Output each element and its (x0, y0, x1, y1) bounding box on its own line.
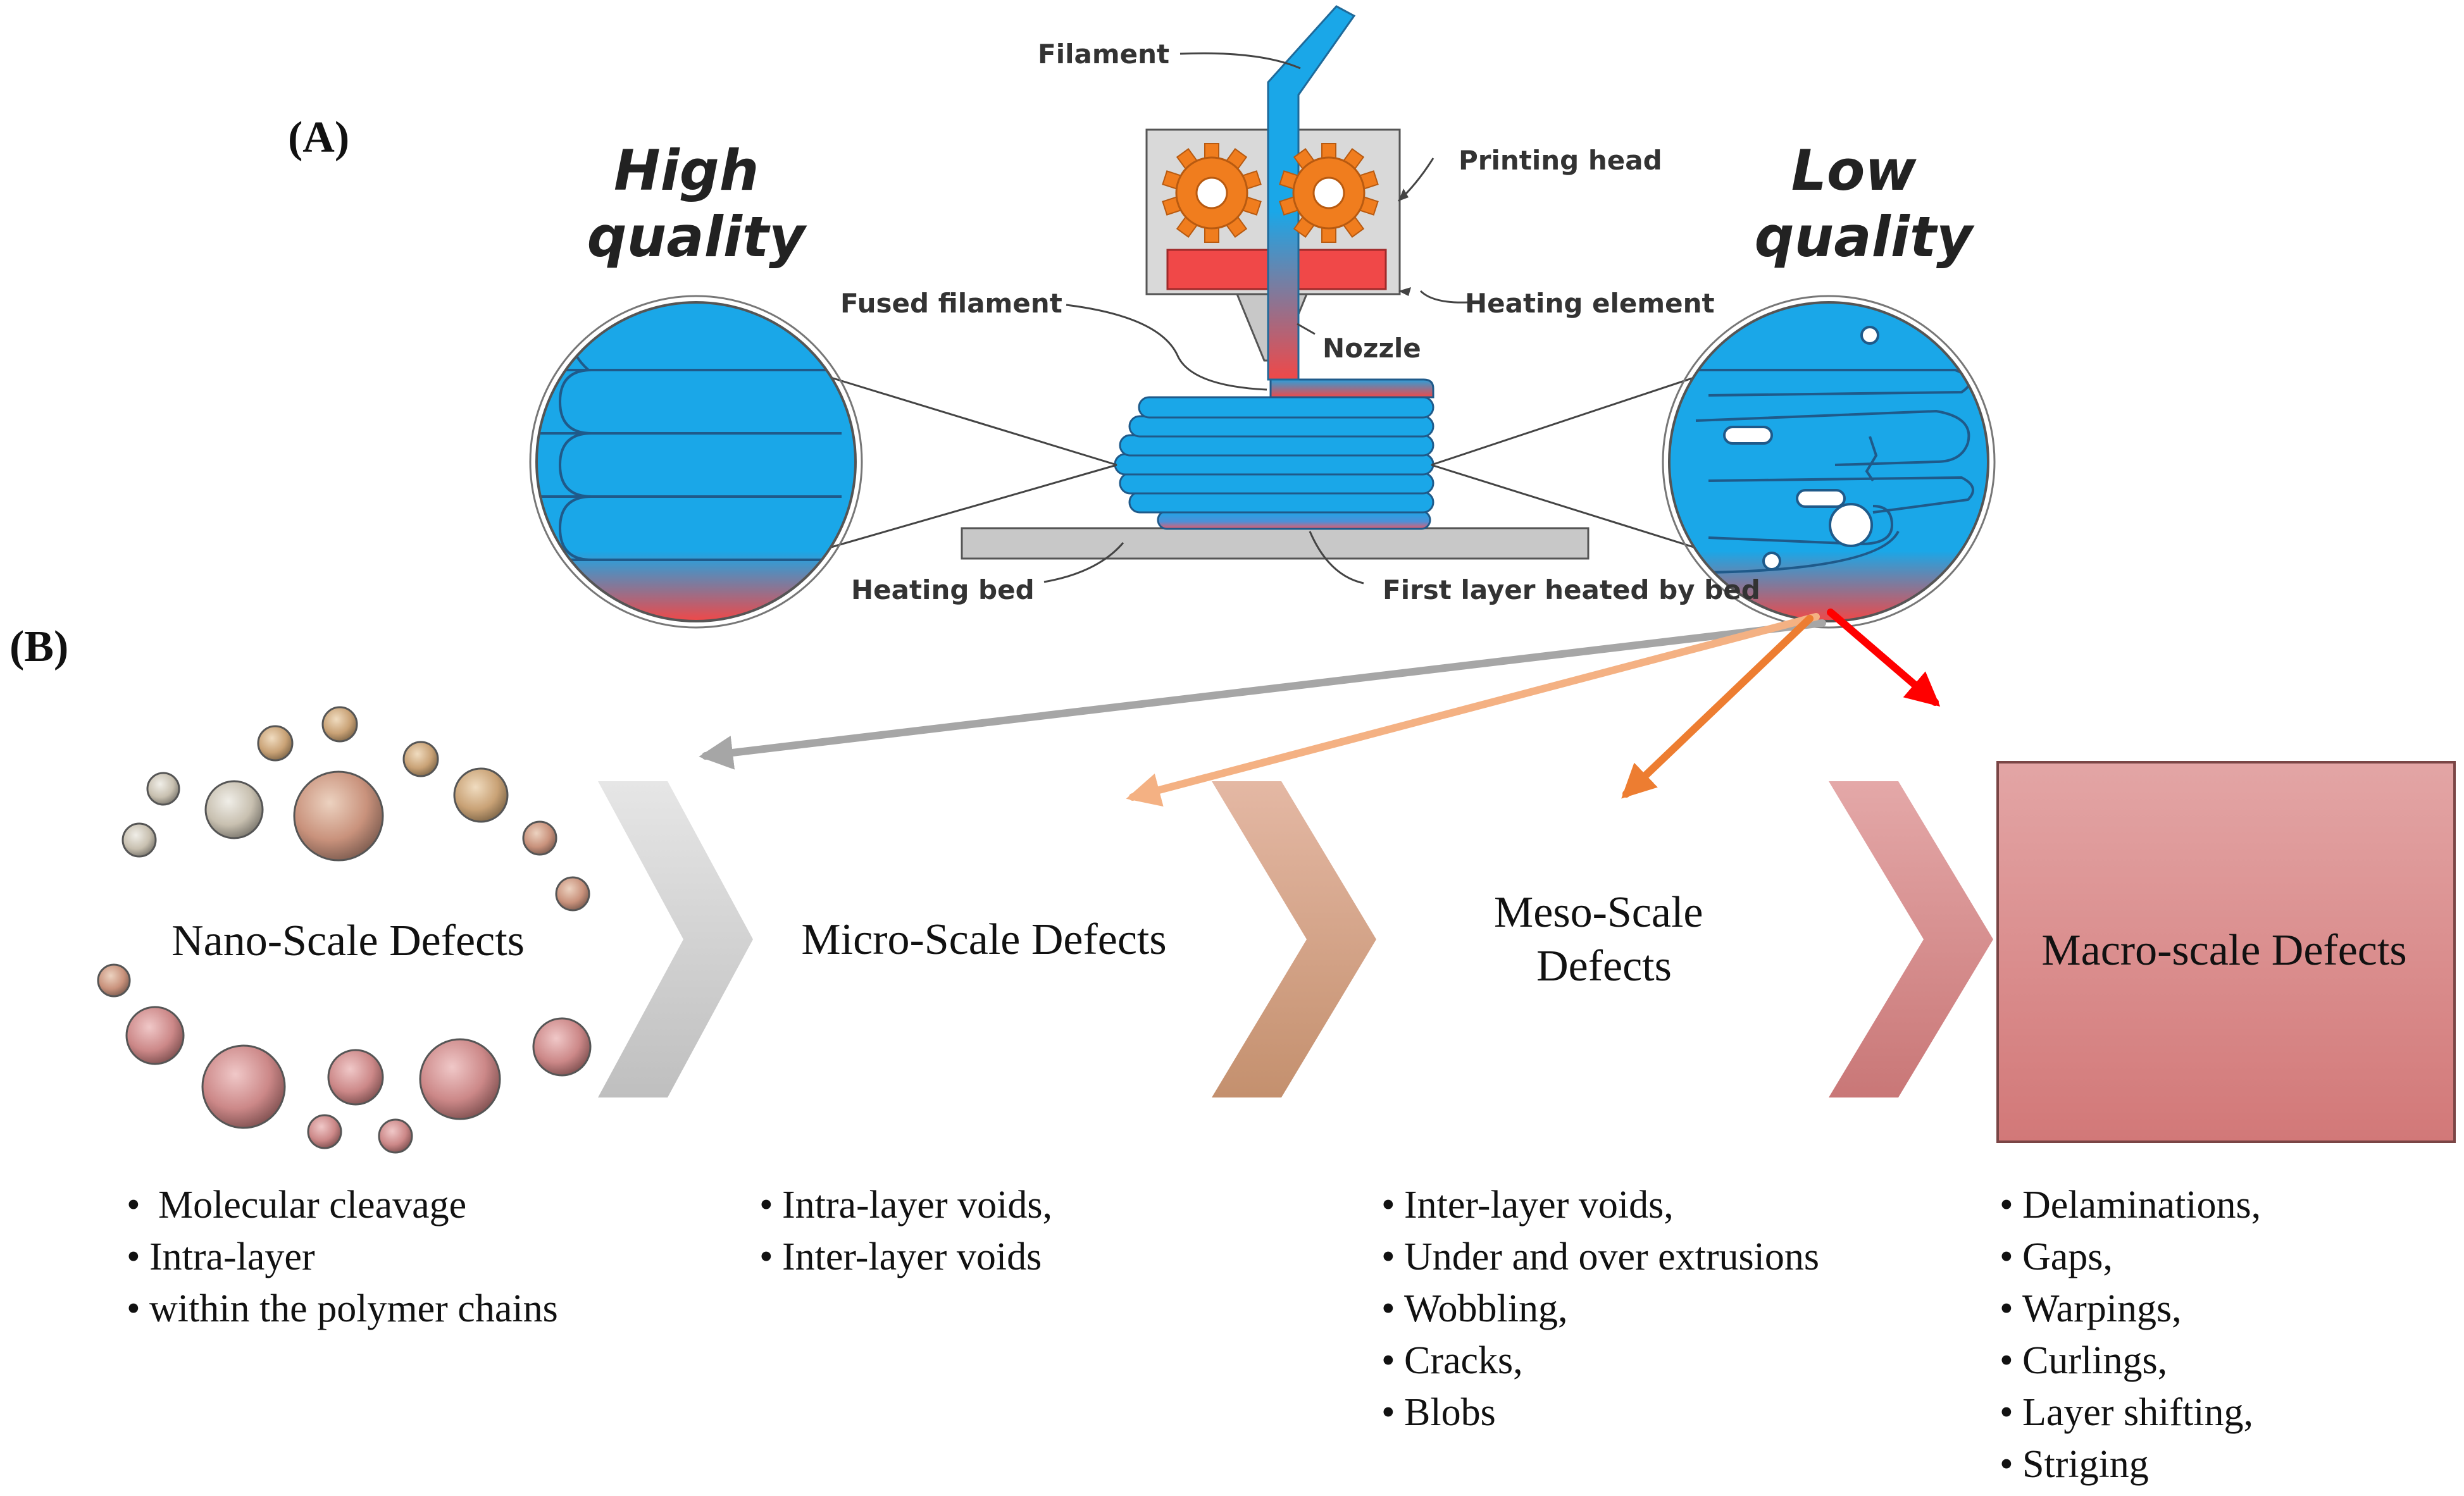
filament-label: Filament (1038, 39, 1169, 70)
gear-icon (1279, 143, 1379, 243)
arrow-to-micro (1126, 613, 1820, 807)
nano-defect-item: within the polymer chains (127, 1287, 569, 1331)
arrow-to-meso (1621, 615, 1814, 799)
macro-defect-item: Gaps, (2000, 1235, 2442, 1279)
panel-b-label: (B) (9, 622, 68, 671)
meso-defect-item: Inter-layer voids, (1381, 1183, 1824, 1227)
nano-scale-title: Nano-Scale Defects (171, 917, 525, 965)
macro-scale-box (1996, 761, 2456, 1143)
nano-particles (97, 706, 592, 1154)
low-quality-label: Low quality (1755, 138, 1975, 269)
first-layer-label: First layer heated by bed (1383, 574, 1760, 605)
fused-filament-label: Fused filament (840, 288, 1062, 319)
high-quality-line-1: High (614, 138, 759, 203)
nozzle-label: Nozzle (1322, 333, 1421, 364)
chevron-1 (598, 781, 753, 1097)
meso-scale-title-line-2: Defects (1536, 942, 1672, 991)
arrow-to-nano (699, 619, 1826, 770)
meso-defect-item: Blobs (1381, 1390, 1824, 1435)
macro-defects-list: Delaminations, Gaps, Warpings, Curlings,… (2000, 1183, 2442, 1494)
low-quality-magnifier (1662, 295, 1996, 629)
nano-defect-item: Molecular cleavage (127, 1183, 569, 1227)
printed-layers (1114, 396, 1434, 530)
heating-bed-label: Heating bed (851, 574, 1035, 605)
panel-a-label: (A) (288, 113, 349, 162)
low-quality-line-1: Low (1791, 138, 1917, 203)
nano-defects-list: Molecular cleavage Intra-layer within th… (127, 1183, 569, 1338)
callout-arrowheads (1398, 189, 1411, 296)
meso-defect-item: Under and over extrusions (1381, 1235, 1824, 1279)
zoom-lines (828, 376, 1696, 549)
nano-defect-item: Intra-layer (127, 1235, 569, 1279)
micro-defects-list: Intra-layer voids, Inter-layer voids (759, 1183, 1139, 1287)
meso-scale-title: Meso-Scale Defects (1494, 888, 1714, 991)
macro-defect-item: Striging (2000, 1442, 2442, 1487)
low-quality-line-2: quality (1755, 204, 1975, 269)
printing-head-label: Printing head (1459, 145, 1662, 176)
macro-defect-item: Curlings, (2000, 1338, 2442, 1383)
high-quality-label: High quality (587, 138, 807, 269)
heating-bed (961, 527, 1590, 560)
high-quality-line-2: quality (587, 204, 807, 269)
high-quality-magnifier (529, 295, 863, 629)
filament (1267, 5, 1356, 381)
macro-scale-title: Macro-scale Defects (2041, 926, 2406, 975)
heating-element-label: Heating element (1465, 288, 1715, 319)
meso-defect-item: Wobbling, (1381, 1287, 1824, 1331)
meso-defects-list: Inter-layer voids, Under and over extrus… (1381, 1183, 1824, 1442)
chevron-2 (1212, 781, 1376, 1097)
micro-scale-title: Micro-Scale Defects (801, 915, 1166, 964)
meso-defect-item: Cracks, (1381, 1338, 1824, 1383)
gear-icon (1162, 143, 1262, 243)
micro-defect-item: Inter-layer voids (759, 1235, 1139, 1279)
callout-leaders (1043, 52, 1469, 584)
macro-defect-item: Layer shifting, (2000, 1390, 2442, 1435)
chevron-3 (1829, 781, 1993, 1097)
macro-defect-item: Warpings, (2000, 1287, 2442, 1331)
scale-arrows (699, 609, 1941, 807)
micro-defect-item: Intra-layer voids, (759, 1183, 1139, 1227)
arrow-to-macro (1827, 609, 1941, 707)
meso-scale-title-line-1: Meso-Scale (1494, 888, 1703, 937)
macro-defect-item: Delaminations, (2000, 1183, 2442, 1227)
